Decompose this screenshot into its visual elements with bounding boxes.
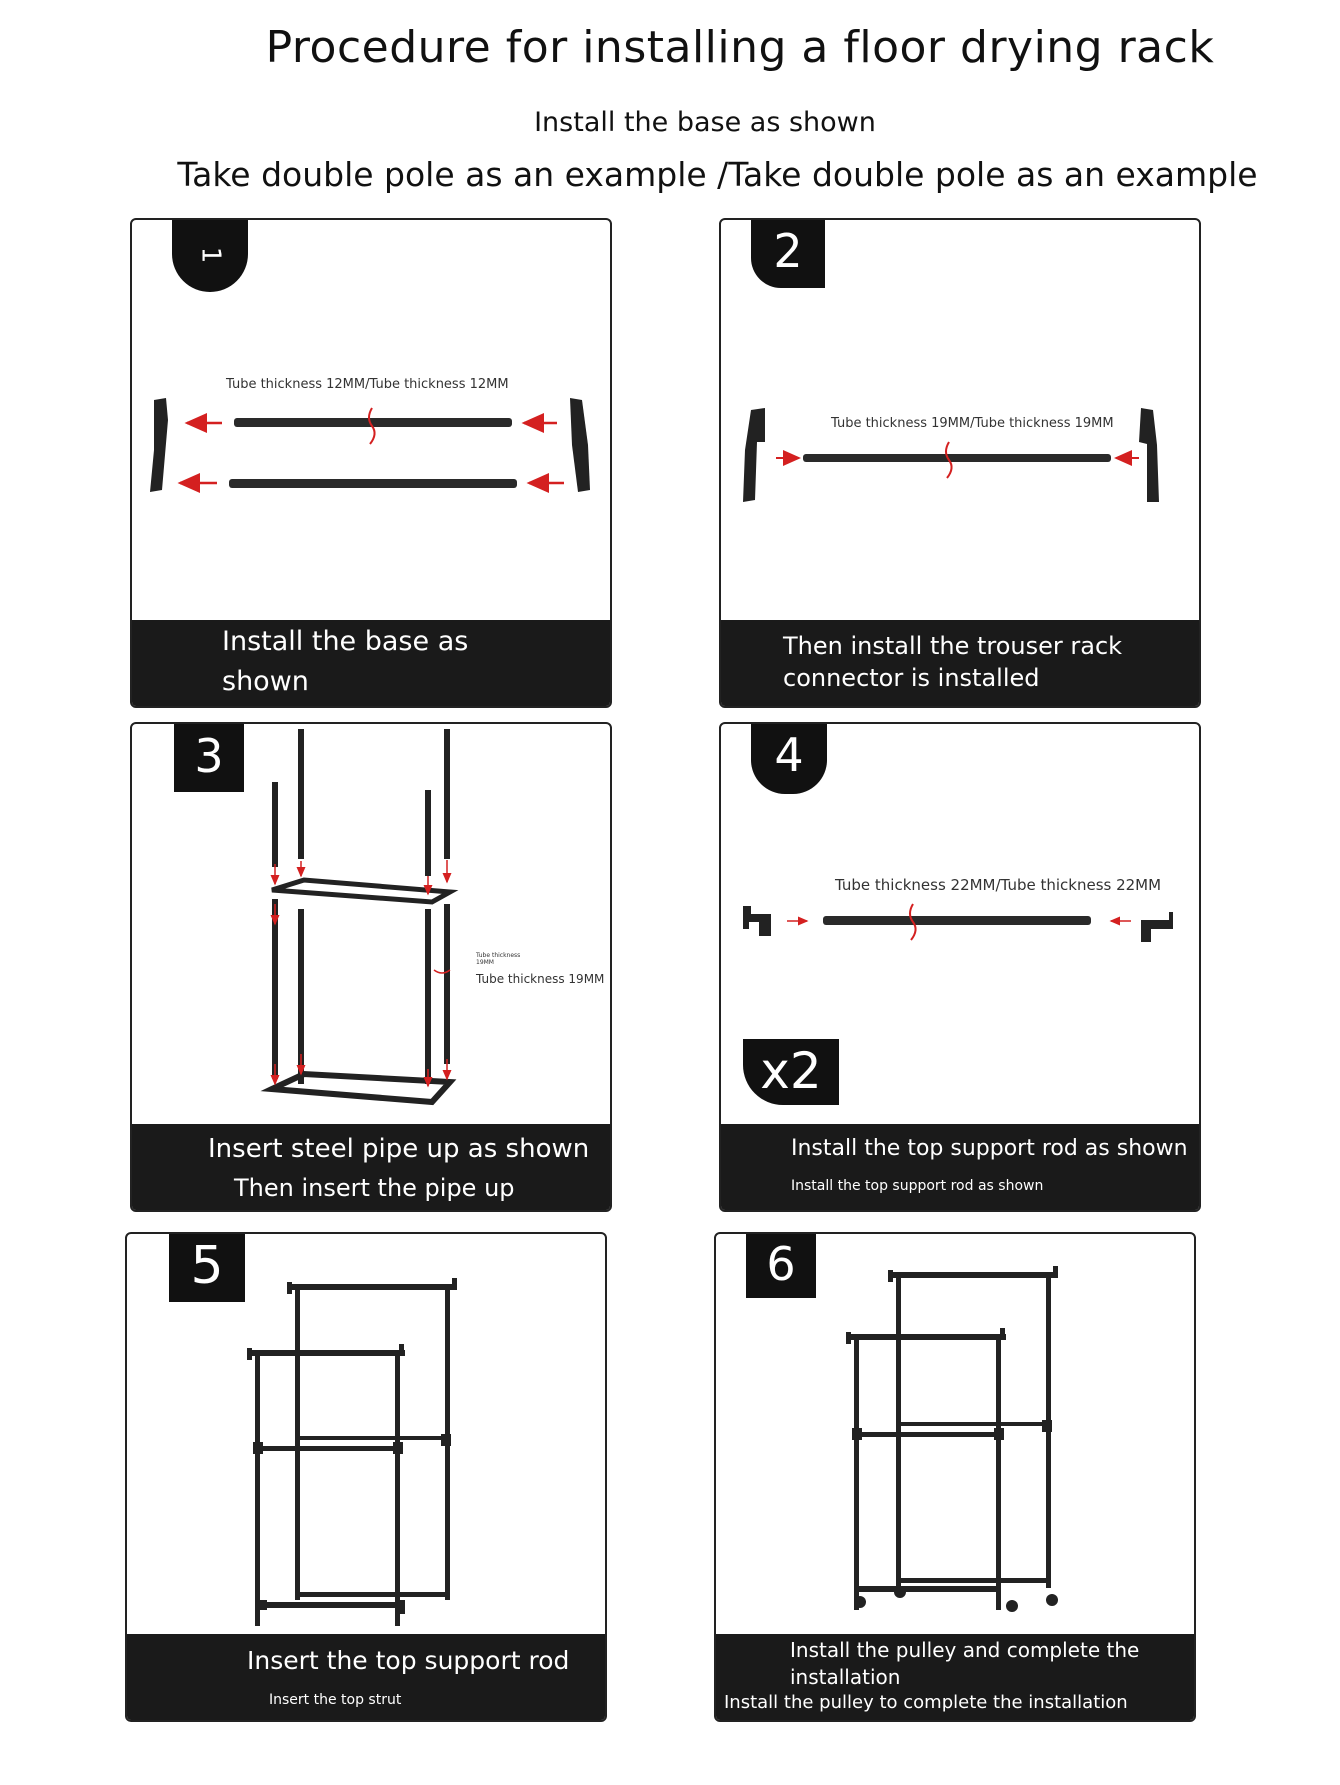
step-3-caption-line2: Then insert the pipe up (234, 1174, 515, 1202)
page-subtitle: Install the base as shown (534, 107, 876, 138)
step-3-badge: 3 (174, 724, 244, 792)
step-6-caption-line3: Install the pulley to complete the insta… (724, 1692, 1128, 1713)
step-1-panel: 1 Tube thickness 12MM/Tube thickness 12M… (130, 218, 612, 708)
step-4-illustration (743, 903, 1173, 942)
step-1-number: 1 (194, 246, 225, 264)
step-5-panel: 5 Insert the top support rod Insert the … (125, 1232, 607, 1722)
step-4-caption-line2: Install the top support rod as shown (791, 1178, 1044, 1194)
step-6-caption: Install the pulley and complete the inst… (716, 1634, 1194, 1720)
step-6-caption-line2: installation (790, 1665, 901, 1689)
step-6-panel: 6 Install the pulley and complete the in… (714, 1232, 1196, 1722)
step-5-illustration (247, 1278, 457, 1626)
step-6-badge: 6 (746, 1234, 816, 1298)
step-4-caption: Install the top support rod as shown Ins… (721, 1124, 1199, 1210)
step-2-caption-line2: connector is installed (783, 664, 1040, 692)
step-1-caption: Install the base as shown (132, 620, 610, 706)
step-6-illustration (846, 1266, 1058, 1612)
step-4-multiplier: x2 (760, 1042, 822, 1100)
step-3-number: 3 (194, 729, 224, 783)
step-2-caption: Then install the trouser rack connector … (721, 620, 1199, 706)
step-6-caption-line1: Install the pulley and complete the (790, 1638, 1140, 1662)
step-3-caption: Insert steel pipe up as shown Then inser… (132, 1124, 610, 1210)
step-3-tube-label: Tube thickness 19MM (476, 972, 605, 986)
step-4-number: 4 (774, 728, 804, 782)
step-1-tube-label: Tube thickness 12MM/Tube thickness 12MM (226, 377, 509, 392)
step-2-panel: 2 Tube thickness 19MM/Tube thickness 19M… (719, 218, 1201, 708)
step-2-tube-label: Tube thickness 19MM/Tube thickness 19MM (831, 416, 1114, 431)
step-4-multiplier-badge: x2 (743, 1039, 839, 1105)
step-1-illustration (150, 398, 590, 493)
step-6-number: 6 (766, 1237, 796, 1291)
page-subtitle-example: Take double pole as an example /Take dou… (177, 155, 1258, 194)
step-2-caption-line1: Then install the trouser rack (783, 632, 1123, 660)
step-4-tube-label: Tube thickness 22MM/Tube thickness 22MM (835, 876, 1162, 894)
step-2-illustration (743, 408, 1159, 502)
step-4-panel: 4 Tube thickness 22MM/Tube thickness 22M… (719, 722, 1201, 1212)
step-1-caption-line2: shown (222, 666, 309, 697)
step-5-caption-line2: Insert the top strut (269, 1692, 402, 1708)
step-5-caption-line1: Insert the top support rod (247, 1646, 570, 1675)
step-3-caption-line1: Insert steel pipe up as shown (208, 1134, 590, 1164)
step-3-illustration (260, 729, 459, 1106)
step-5-badge: 5 (169, 1234, 245, 1302)
step-5-number: 5 (190, 1236, 224, 1296)
step-4-badge: 4 (751, 724, 827, 794)
page-title: Procedure for installing a floor drying … (265, 22, 1215, 73)
step-3-tube-label-small: Tube thickness 19MM (476, 952, 521, 966)
step-2-number: 2 (773, 224, 803, 278)
step-4-caption-line1: Install the top support rod as shown (791, 1136, 1188, 1161)
step-5-caption: Insert the top support rod Insert the to… (127, 1634, 605, 1720)
step-3-panel: 3 Tube thickness 19MM Tube thickness 19M… (130, 722, 612, 1212)
step-1-badge: 1 (172, 220, 248, 292)
step-1-caption-line1: Install the base as (222, 626, 469, 657)
step-2-badge: 2 (751, 220, 825, 288)
